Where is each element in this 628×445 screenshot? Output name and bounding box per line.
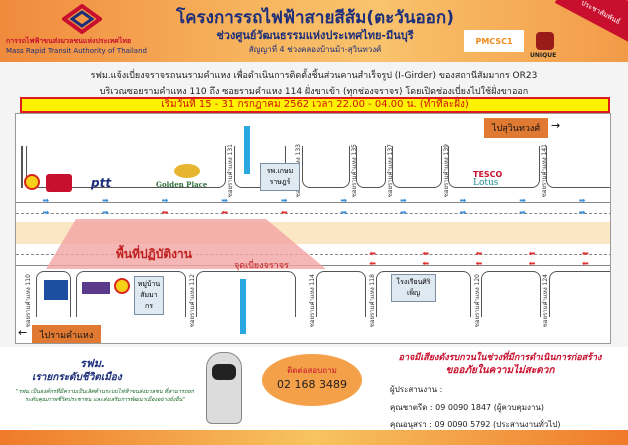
direction-suwinthawong: ไปสุวินทวงศ์ [484, 118, 549, 138]
notice-line-1: รฟม.แจ้งเบี่ยงจราจรถนนรามคำแหง เพื่อดำเน… [90, 71, 538, 81]
mascot-icon [206, 352, 242, 424]
shell-logo-icon [24, 174, 40, 190]
soi-label: ซอยรามคำแหง 124 [542, 274, 549, 328]
soi-label: ซอยรามคำแหง 141 [541, 144, 548, 198]
soi-label: ซอยรามคำแหง 114 [309, 274, 316, 328]
nissan-logo-icon [46, 174, 72, 192]
schedule-banner: เริ่มวันที่ 15 - 31 กรกฎาคม 2562 เวลา 22… [20, 97, 610, 113]
soi-label: ซอยรามคำแหง 110 [25, 274, 32, 328]
bank-logo-icon [44, 280, 68, 300]
soi-label: ซอยรามคำแหง 118 [369, 274, 376, 328]
soi-label: ซอยรามคำแหง 139 [443, 144, 450, 198]
tesco-logo: TESCO [473, 170, 503, 179]
siriphen-school-label: โรงเรียนศิริเพ็ญ [391, 274, 436, 302]
soi-label: ซอยรามคำแหง 137 [387, 144, 394, 198]
arrow-right-icon: → [551, 119, 561, 132]
pmcsc1-logo: PMCSC1 [464, 30, 524, 52]
shell-logo-icon [114, 278, 130, 294]
contact-label: ติดต่อสอบถาม [287, 366, 337, 375]
contact-bubble [262, 354, 362, 406]
detour-label: จุดเบี่ยงจราจร [234, 261, 289, 271]
soi-label: ซอยรามคำแหง 131 [227, 144, 234, 198]
page-title: โครงการรถไฟฟ้าสายสีส้ม(ตะวันออก) [176, 8, 454, 28]
coordinator-1: คุณชาตรีด : 09 0090 1847 (ผู้ควบคุมงาน) [390, 403, 545, 412]
org-name-th: การรถไฟฟ้าขนส่งมวลชนแห่งประเทศไทย [6, 37, 132, 45]
ptt-logo: ptt [91, 176, 112, 190]
unique-logo-text: UNIQUE [530, 52, 557, 59]
traffic-map: ไปสุวินทวงศ์ → ซอยรามคำแหง 131 ซอยรามคำแ… [15, 113, 611, 344]
sammakorn-village-label: หมู่บ้านสัมมากร [134, 276, 164, 315]
unique-logo-icon [536, 32, 554, 50]
golden-place-logo: Golden Place [156, 180, 208, 189]
apology-line-2: ขออภัยในความไม่สะดวก [445, 365, 555, 376]
apology-line-1: อาจมีเสียงดังรบกวนในช่วงที่มีการดำเนินกา… [398, 353, 602, 363]
scb-logo-icon [82, 282, 110, 294]
org-name-en: Mass Rapid Transit Authority of Thailand [6, 47, 147, 55]
soi-label: ซอยรามคำแหง 135 [351, 144, 358, 198]
lane-arrows-outbound: ➡➡➡➡➡➡➡➡➡➡ [42, 196, 586, 205]
soi-label: ซอยรามคำแหง 120 [474, 274, 481, 328]
page-subtitle: ช่วงศูนย์วัฒนธรรมแห่งประเทศไทย-มีนบุรี [216, 29, 414, 42]
footer-slogan: เรายกระดับชีวิตเมือง [32, 372, 122, 383]
mrta-logo-icon [62, 4, 102, 34]
arrow-left-icon: ← [18, 326, 28, 339]
canal-marker [244, 126, 250, 174]
contract-label: สัญญาที่ 4 ช่วงคลองบ้านม้า-สุวินทวงศ์ [248, 45, 382, 54]
lane-arrows-detour: ➡➡⬅⬅⬅➡➡➡➡➡ [42, 208, 586, 217]
coordinator-2: คุณอนุสรา : 09 0090 5792 (ประสานงานทั่วไ… [390, 420, 561, 429]
work-area-label: พื้นที่ปฏิบัติงาน [116, 247, 192, 261]
lotus-logo: Lotus [473, 178, 499, 188]
footer-quote: "รฟม.เป็นองค์กรที่มีความเป็นเลิศด้านระบบ… [16, 389, 194, 403]
kasemrad-hospital-label: รพ.เกษมราษฎร์ [260, 163, 300, 191]
footer-bar [0, 430, 628, 445]
notice-line-2: บริเวณซอยรามคำแหง 110 ถึง ซอยรามคำแหง 11… [99, 87, 529, 97]
coordinator-label: ผู้ประสานงาน : [390, 385, 443, 394]
soi-label: ซอยรามคำแหง 112 [189, 274, 196, 328]
block-top-1 [26, 146, 226, 188]
work-area-shape [46, 219, 326, 269]
footer-brand: รฟม. [80, 357, 106, 370]
direction-ramkhamhaeng: ไปรามคำแหง [32, 325, 102, 343]
contact-phone[interactable]: 02 168 3489 [277, 378, 347, 391]
lane-arrows-inbound: ⬅⬅⬅⬅⬅ [369, 249, 589, 258]
